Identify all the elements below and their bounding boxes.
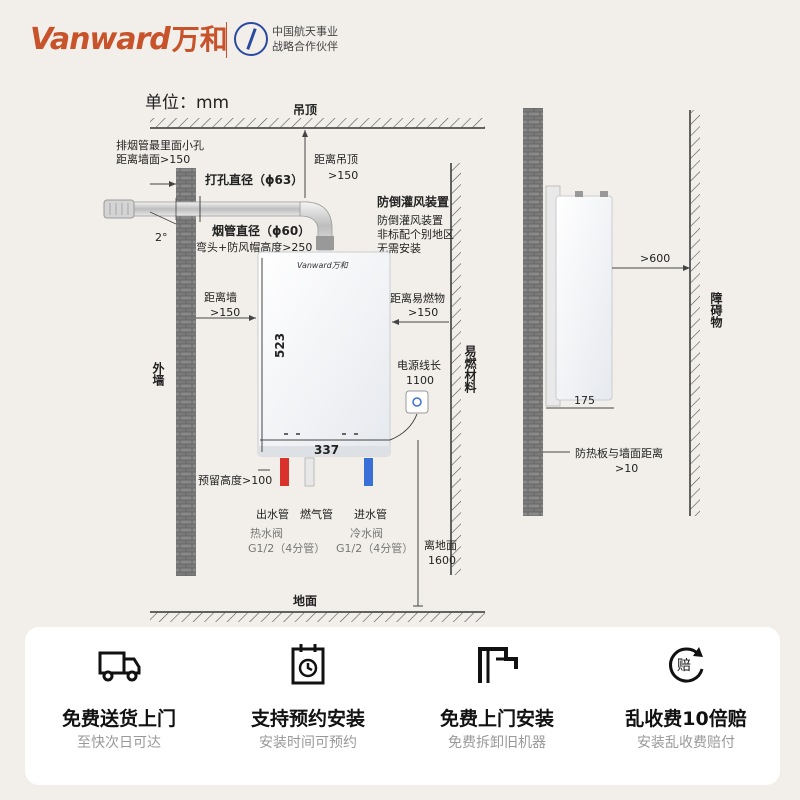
to-ceiling-label2: >150 [328,169,358,182]
outlet-label: 出水管 [256,507,289,521]
floor: 地面 [150,593,485,622]
service-subtitle: 安装时间可预约 [259,735,357,751]
service-item-booking: 支持预约安装 安装时间可预约 [214,627,402,785]
to-wall-label2: >150 [210,306,240,319]
service-item-installation: 免费上门安装 免费拆卸旧机器 [403,627,591,785]
service-subtitle: 至快次日可达 [77,735,161,751]
to-wall-label1: 距离墙 [204,290,237,304]
flammable-wall: 易燃材料 [450,163,477,575]
clock-icon [291,644,325,685]
brand-divider [226,22,227,58]
brand-name-en: Vanward [30,22,171,57]
service-title: 免费上门安装 [439,708,554,730]
service-panel: 免费送货上门 至快次日可达 支持预约安装 安装时间可预约 免费上门安装 免费拆卸… [25,627,780,785]
partner-line1: 中国航天事业 [272,25,338,38]
service-subtitle: 免费拆卸旧机器 [448,735,546,751]
anti-backflow-1: 防倒灌风装置 [377,213,443,227]
angle-label: 2° [155,231,168,244]
elbow-label: 弯头+防风帽高度>250 [196,240,312,254]
anti-backflow-2: 非标配个别地区 [377,227,454,241]
height-label: 523 [273,333,287,358]
flue-hole-note2: 距离墙面>150 [116,152,190,166]
brand-name-cn: 万和 [171,23,228,56]
anti-backflow-title: 防倒灌风装置 [377,194,449,209]
hot-water-pipe [280,458,289,486]
reserve-height-label: 预留高度>100 [198,473,272,487]
service-title: 支持预约安装 [250,708,365,730]
from-floor-label2: 1600 [428,554,456,567]
header: Vanward万和 中国航天事业 战略合作伙伴 [0,0,800,80]
floor-label: 地面 [293,593,317,608]
outer-wall [176,168,196,576]
anti-backflow-3: 无需安装 [377,241,421,255]
hot-valve-label2: G1/2（4分管） [248,541,325,555]
aerospace-seal-icon [234,22,268,56]
ceiling: 吊顶 [150,103,485,129]
heater-brand-label: Vanward万和 [297,261,349,270]
drill-diameter-label: 打孔直径（ϕ63） [205,172,303,187]
service-item-delivery: 免费送货上门 至快次日可达 [25,627,213,785]
truck-icon [98,651,141,682]
refund-icon: 赔 [669,647,704,683]
width-label: 337 [314,443,339,457]
ceiling-label: 吊顶 [293,103,317,117]
cold-valve-label2: G1/2（4分管） [336,541,413,555]
service-subtitle: 安装乱收费赔付 [637,735,735,751]
heat-shield-label2: >10 [615,462,638,475]
unit-label: 单位：mm [145,93,230,113]
service-item-compensation: 赔 乱收费10倍赔 安装乱收费赔付 [592,627,780,785]
power-socket-icon [405,390,429,414]
cold-water-pipe [364,458,373,486]
to-flammable-label1: 距离易燃物 [390,291,445,305]
hot-valve-label1: 热水阀 [250,526,283,540]
gas-pipe [304,457,315,487]
obstacle-label: 障碍物 [709,291,723,329]
inlet-label: 进水管 [354,507,387,521]
power-cord-label1: 电源线长 [397,358,441,372]
pipe-icon [478,647,518,683]
water-heater-front: Vanward万和 [257,251,391,457]
service-title: 免费送货上门 [61,708,176,730]
service-title: 乱收费10倍赔 [625,708,747,730]
water-heater-side [545,185,613,407]
power-cord-label2: 1100 [406,374,434,387]
outer-wall-label: 外墙 [151,361,165,387]
from-floor-label1: 离地面 [424,538,457,552]
to-ceiling-label1: 距离吊顶 [314,152,358,166]
brand-logo: Vanward万和 [30,18,228,58]
side-wall [523,108,543,516]
to-flammable-label2: >150 [408,306,438,319]
cold-valve-label1: 冷水阀 [350,526,383,540]
obstacle-distance-label: >600 [640,252,670,265]
gas-label: 燃气管 [300,507,333,521]
flue-hole-note1: 排烟管最里面小孔 [116,138,204,152]
pipe-diameter-label: 烟管直径（ϕ60） [212,223,310,238]
heat-shield-label1: 防热板与墙面距离 [575,446,663,460]
partner-text: 中国航天事业 战略合作伙伴 [272,24,338,54]
obstacle-wall: 障碍物 [689,110,723,516]
refund-icon-text: 赔 [677,658,691,674]
flammable-label: 易燃材料 [463,345,477,394]
depth-label: 175 [574,394,595,407]
flue-pipe [103,199,334,251]
partner-line2: 战略合作伙伴 [272,40,338,53]
